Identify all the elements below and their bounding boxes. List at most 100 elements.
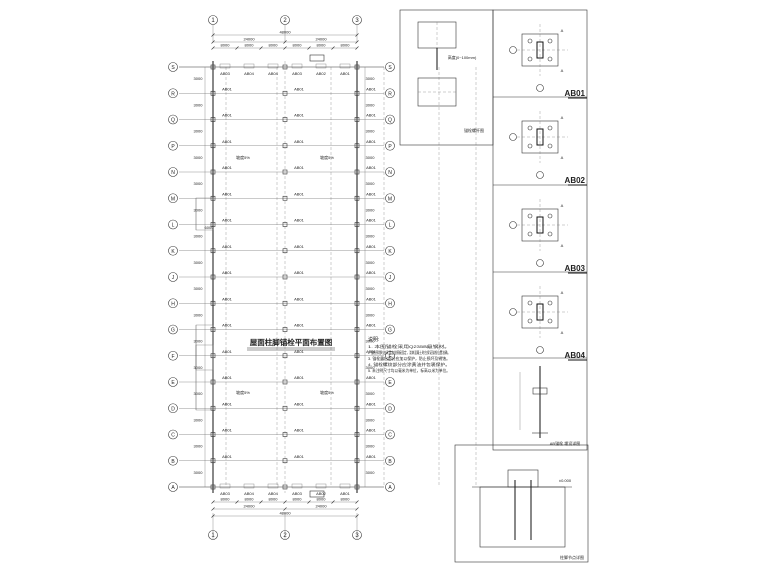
dim-tick: [307, 46, 311, 50]
dim-tick: [235, 500, 239, 504]
bay-label: AB01: [294, 165, 305, 170]
axis-bubble: [385, 114, 395, 125]
anchor-mark: [354, 248, 360, 254]
axis-bubble: [385, 350, 395, 361]
detail-tag: AB01: [565, 89, 586, 98]
bay-label: AB03: [292, 491, 303, 496]
axis-label: H: [171, 301, 175, 307]
row-dim: 3000: [366, 181, 376, 186]
row-dim: 3000: [194, 339, 204, 344]
anchor-hole: [527, 56, 533, 62]
dim-label: 8000: [269, 43, 279, 48]
plan-title-group: 屋面柱脚锚栓平面布置图: [247, 337, 335, 351]
axis-bubble: [385, 88, 395, 99]
section-mark: A: [561, 28, 564, 33]
anchor-mark: [354, 300, 360, 306]
axis-label: K: [388, 249, 392, 255]
row-dim: 3000: [366, 312, 376, 317]
anchor-mark: [354, 379, 360, 385]
dim-label: 8000: [317, 497, 327, 502]
bay-label: AB01: [294, 428, 305, 433]
dim-tick: [283, 40, 287, 44]
column-section: [536, 41, 544, 59]
anchor-mark: [354, 90, 360, 96]
pedestal: [479, 486, 566, 548]
anchor-box: [309, 490, 325, 498]
dim-tick: [211, 514, 215, 518]
anchor-mark: [210, 484, 216, 490]
slope-note: 坡度5%: [236, 154, 250, 160]
axis-bubble: [509, 221, 517, 229]
axis-label: Q: [171, 118, 175, 124]
row-dim: 3000: [366, 102, 376, 107]
row-dim: 3000: [366, 155, 376, 160]
row-dim: 3000: [194, 129, 204, 134]
axis-label: E: [171, 380, 175, 386]
row-dim: 3000: [194, 417, 204, 422]
bay-label: AB01: [222, 86, 233, 91]
dim-tick: [211, 33, 215, 37]
axis-bubble: [168, 403, 178, 414]
sub-box: [195, 197, 214, 231]
axis-bubble: [168, 245, 178, 256]
anchor-mark: [282, 169, 288, 175]
axis-bubble: [509, 46, 517, 54]
dim-tick: [355, 500, 359, 504]
bay-label: AB01: [222, 401, 233, 406]
anchor-plate: [219, 483, 231, 489]
anchor-mark: [282, 484, 288, 490]
bay-label: AB01: [366, 139, 377, 144]
general-notes: 说明: 1. 本图锚栓采用Q235B级钢材。 2. 锚栓预埋时应采用定位模板固定…: [368, 336, 450, 373]
axis-label: S: [171, 65, 175, 71]
anchor-mark: [210, 300, 216, 306]
dim-label: 8000: [245, 497, 255, 502]
bay-label: AB01: [294, 139, 305, 144]
slope-note: 坡度5%: [320, 389, 334, 395]
axis-bubble: [385, 377, 395, 387]
anchor-mark: [282, 90, 288, 96]
axis-bubble: [385, 62, 395, 72]
note-line: 4. 锚栓螺纹部分应涂黄油并包裹保护。: [368, 361, 450, 367]
dim-label: 24000: [315, 504, 327, 509]
axis-bubble: [385, 403, 395, 414]
sub-box: [195, 324, 214, 371]
anchor-mark: [210, 248, 216, 254]
anchor-label: AB锚栓 埋设详图: [550, 440, 580, 446]
axis-label: 2: [283, 533, 287, 539]
axis-label: L: [172, 223, 175, 229]
row-dim: 3000: [194, 102, 204, 107]
row-dim: 3000: [366, 76, 376, 81]
bay-label: AB04: [268, 71, 279, 76]
anchor-mark: [354, 484, 360, 490]
axis-label: G: [171, 328, 175, 334]
anchor-hole: [547, 213, 553, 219]
section-mark: A: [561, 155, 564, 160]
axis-label: E: [388, 380, 392, 386]
bay-label: AB04: [244, 491, 255, 496]
axis-label: S: [388, 65, 392, 71]
axis-bubble: [168, 324, 178, 335]
row-dim: 3000: [194, 260, 204, 265]
axis-label: F: [171, 354, 174, 360]
axis-bubble: [168, 455, 178, 466]
dim-tick: [259, 46, 263, 50]
dim-label: 48000: [279, 30, 291, 35]
panel-top-left: [399, 9, 494, 146]
axis-bubble: [385, 219, 395, 230]
axis-label: F: [388, 354, 391, 360]
bay-label: AB01: [366, 165, 377, 170]
axis-label: B: [171, 459, 175, 465]
bay-label: AB01: [222, 165, 233, 170]
axis-bubble: [536, 346, 544, 354]
bay-label: AB01: [294, 375, 305, 380]
anchor-plate: [243, 483, 255, 489]
axis-bubble: [168, 193, 178, 204]
anchor-mark: [282, 458, 288, 464]
anchor-plate: [219, 63, 231, 69]
dim-label: 24000: [315, 37, 327, 42]
section-mark: A: [561, 290, 564, 295]
anchor-mark: [354, 405, 360, 411]
row-dim: 3000: [366, 339, 376, 344]
anchor-mark: [282, 353, 288, 359]
anchor-mark: [210, 143, 216, 149]
